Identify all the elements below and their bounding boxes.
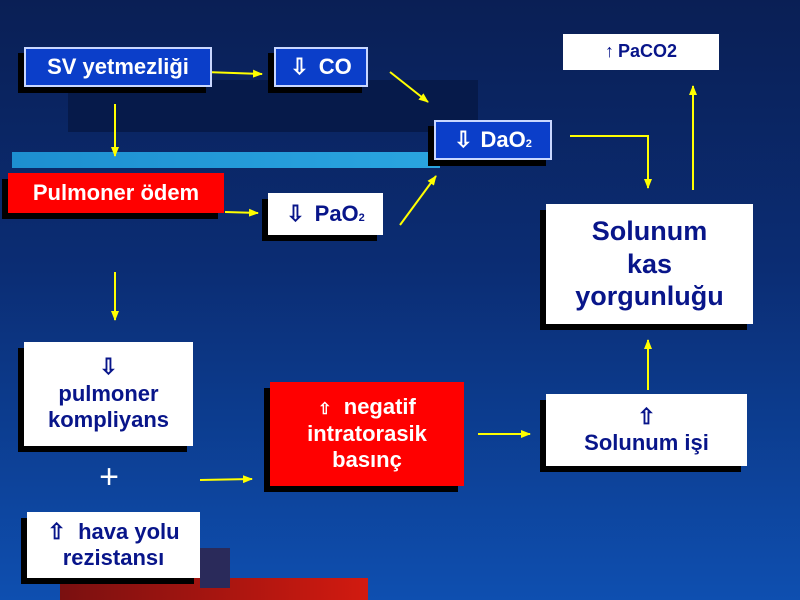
node-co: ⇩ CO — [274, 47, 368, 87]
node-pao2-label: PaO2 — [314, 200, 365, 226]
down-arrow-icon: ⇩ — [454, 126, 473, 152]
down-arrow-icon: ⇩ — [290, 53, 309, 79]
plus-sign: + — [99, 458, 119, 496]
negative-pressure-line-1: ⇧ negatif — [318, 394, 416, 420]
arrow-dao2-to-fatigue — [570, 135, 652, 189]
node-dao2-label: DaO2 — [480, 126, 532, 152]
arrow-pulmoner-odem-to-pao2 — [224, 208, 259, 217]
node-paco2: ↑ PaCO2 — [563, 34, 719, 70]
resistance-line-1: ⇧ hava yolu — [47, 518, 180, 544]
node-pulmoner-odem-label: Pulmoner ödem — [32, 179, 200, 205]
fatigue-line-2: kas — [626, 248, 673, 279]
resistance-line-2: rezistansı — [62, 545, 165, 570]
node-pulmoner-kompliyans: ⇩ pulmoner kompliyans — [24, 342, 193, 446]
compliance-line-2: kompliyans — [47, 407, 170, 433]
fatigue-line-3: yorgunluğu — [575, 281, 724, 312]
up-arrow-icon: ⇧ — [318, 401, 332, 419]
fatigue-line-1: Solunum — [591, 216, 708, 247]
down-arrow-icon: ⇩ — [286, 200, 305, 226]
node-solunum-kas-yorgunlugu: Solunum kas yorgunluğu — [546, 204, 753, 324]
arrow-co-to-dao2 — [389, 71, 429, 103]
compliance-line-1: pulmoner — [58, 380, 159, 406]
node-paco2-label: PaCO2 — [617, 41, 678, 62]
arrow-sv-to-co — [204, 69, 263, 78]
background-band-red — [60, 578, 368, 600]
node-sv-yetmezligi: SV yetmezliği — [24, 47, 212, 87]
up-arrow-icon: ↑ — [604, 41, 614, 62]
node-negatif-intratorasik-basinc: ⇧ negatif intratorasik basınç — [270, 382, 464, 486]
node-solunum-isi-label: Solunum işi — [584, 430, 709, 455]
node-pao2: ⇩ PaO2 — [268, 193, 383, 235]
negative-pressure-line-2: intratorasik — [307, 420, 427, 446]
node-sv-yetmezligi-label: SV yetmezliği — [47, 53, 189, 79]
node-co-label: CO — [318, 53, 352, 79]
up-arrow-icon: ⇧ — [47, 518, 66, 544]
arrow-pao2-to-dao2 — [399, 175, 437, 226]
node-solunum-isi: ⇧ Solunum işi — [546, 394, 747, 466]
negative-pressure-line-3: basınç — [332, 447, 402, 473]
node-dao2: ⇩ DaO2 — [434, 120, 552, 160]
down-arrow-icon: ⇩ — [99, 354, 118, 380]
background-block-dark — [200, 548, 230, 588]
background-band-light — [12, 152, 440, 168]
node-pulmoner-odem: Pulmoner ödem — [8, 173, 224, 213]
node-hava-yolu-rezistansi: ⇧ hava yolu rezistansı — [27, 512, 200, 578]
up-arrow-icon: ⇧ — [637, 403, 656, 429]
arrow-resistance-to-negative-pressure — [199, 475, 253, 484]
